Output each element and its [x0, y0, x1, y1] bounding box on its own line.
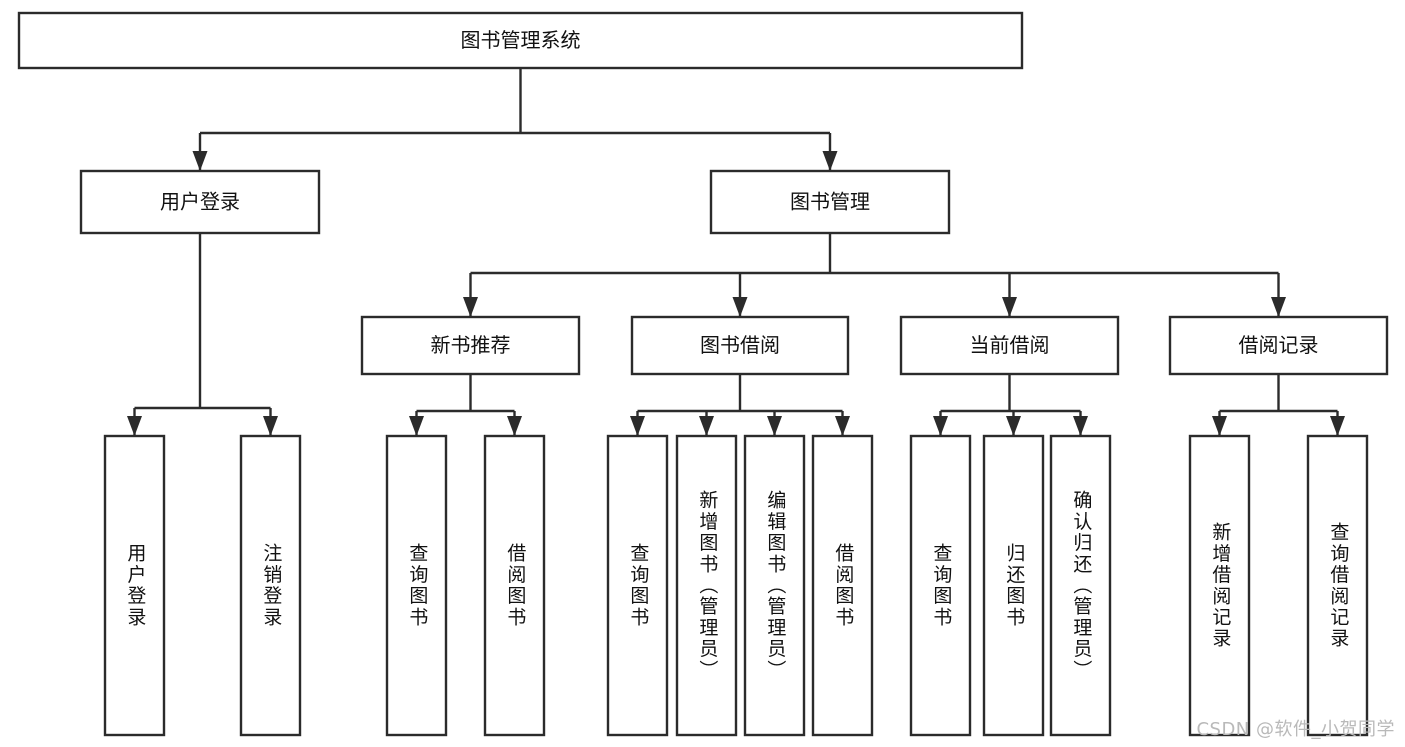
arrow-head-icon — [732, 297, 748, 317]
arrow-head-icon — [1212, 416, 1227, 436]
node-box-leaf-return-book[interactable] — [982, 434, 1045, 737]
arrow-head-icon — [630, 416, 645, 436]
arrow-head-icon — [699, 416, 714, 436]
arrow-head-icon — [933, 416, 948, 436]
node-box-book-borrow[interactable] — [630, 315, 850, 376]
node-box-book-manage[interactable] — [709, 169, 951, 235]
arrow-head-icon — [263, 416, 278, 436]
node-box-leaf-borrow-book-2[interactable] — [811, 434, 874, 737]
node-box-leaf-query-book-2[interactable] — [606, 434, 669, 737]
connectors-layer — [127, 68, 1345, 436]
watermark-text: CSDN @软件_小贺同学 — [1196, 719, 1395, 740]
arrow-head-icon — [463, 297, 478, 317]
arrow-head-icon — [835, 416, 850, 436]
node-box-leaf-query-book-3[interactable] — [909, 434, 972, 737]
node-label-new-book-recommend: 新书推荐 — [431, 333, 511, 357]
node-box-leaf-logout[interactable] — [239, 434, 302, 737]
arrow-head-icon — [192, 151, 208, 171]
arrow-head-icon — [822, 151, 838, 171]
node-label-current-borrow: 当前借阅 — [970, 333, 1050, 357]
node-box-current-borrow[interactable] — [899, 315, 1120, 376]
boxes-layer — [17, 11, 1389, 737]
node-label-book-borrow: 图书借阅 — [700, 333, 780, 357]
node-box-leaf-edit-book[interactable] — [743, 434, 806, 737]
node-box-leaf-confirm-return[interactable] — [1049, 434, 1112, 737]
node-box-user-login[interactable] — [79, 169, 321, 235]
arrow-head-icon — [1073, 416, 1088, 436]
arrow-head-icon — [1002, 297, 1017, 317]
arrow-head-icon — [507, 416, 522, 436]
node-box-leaf-query-record[interactable] — [1306, 434, 1369, 737]
node-box-borrow-record[interactable] — [1168, 315, 1389, 376]
node-box-leaf-query-book-1[interactable] — [385, 434, 448, 737]
node-box-root[interactable] — [17, 11, 1024, 70]
arrow-head-icon — [1006, 416, 1021, 436]
arrow-head-icon — [127, 416, 142, 436]
node-box-leaf-add-record[interactable] — [1188, 434, 1251, 737]
arrow-head-icon — [1330, 416, 1345, 436]
node-box-leaf-user-login[interactable] — [103, 434, 166, 737]
node-label-root: 图书管理系统 — [461, 28, 581, 52]
node-box-new-book-recommend[interactable] — [360, 315, 581, 376]
node-label-borrow-record: 借阅记录 — [1239, 333, 1319, 357]
arrow-head-icon — [1271, 297, 1286, 317]
node-box-leaf-borrow-book-1[interactable] — [483, 434, 546, 737]
node-box-leaf-add-book[interactable] — [675, 434, 738, 737]
arrow-head-icon — [767, 416, 782, 436]
arrow-head-icon — [409, 416, 424, 436]
node-label-book-manage: 图书管理 — [790, 190, 870, 214]
node-label-user-login: 用户登录 — [160, 190, 240, 214]
